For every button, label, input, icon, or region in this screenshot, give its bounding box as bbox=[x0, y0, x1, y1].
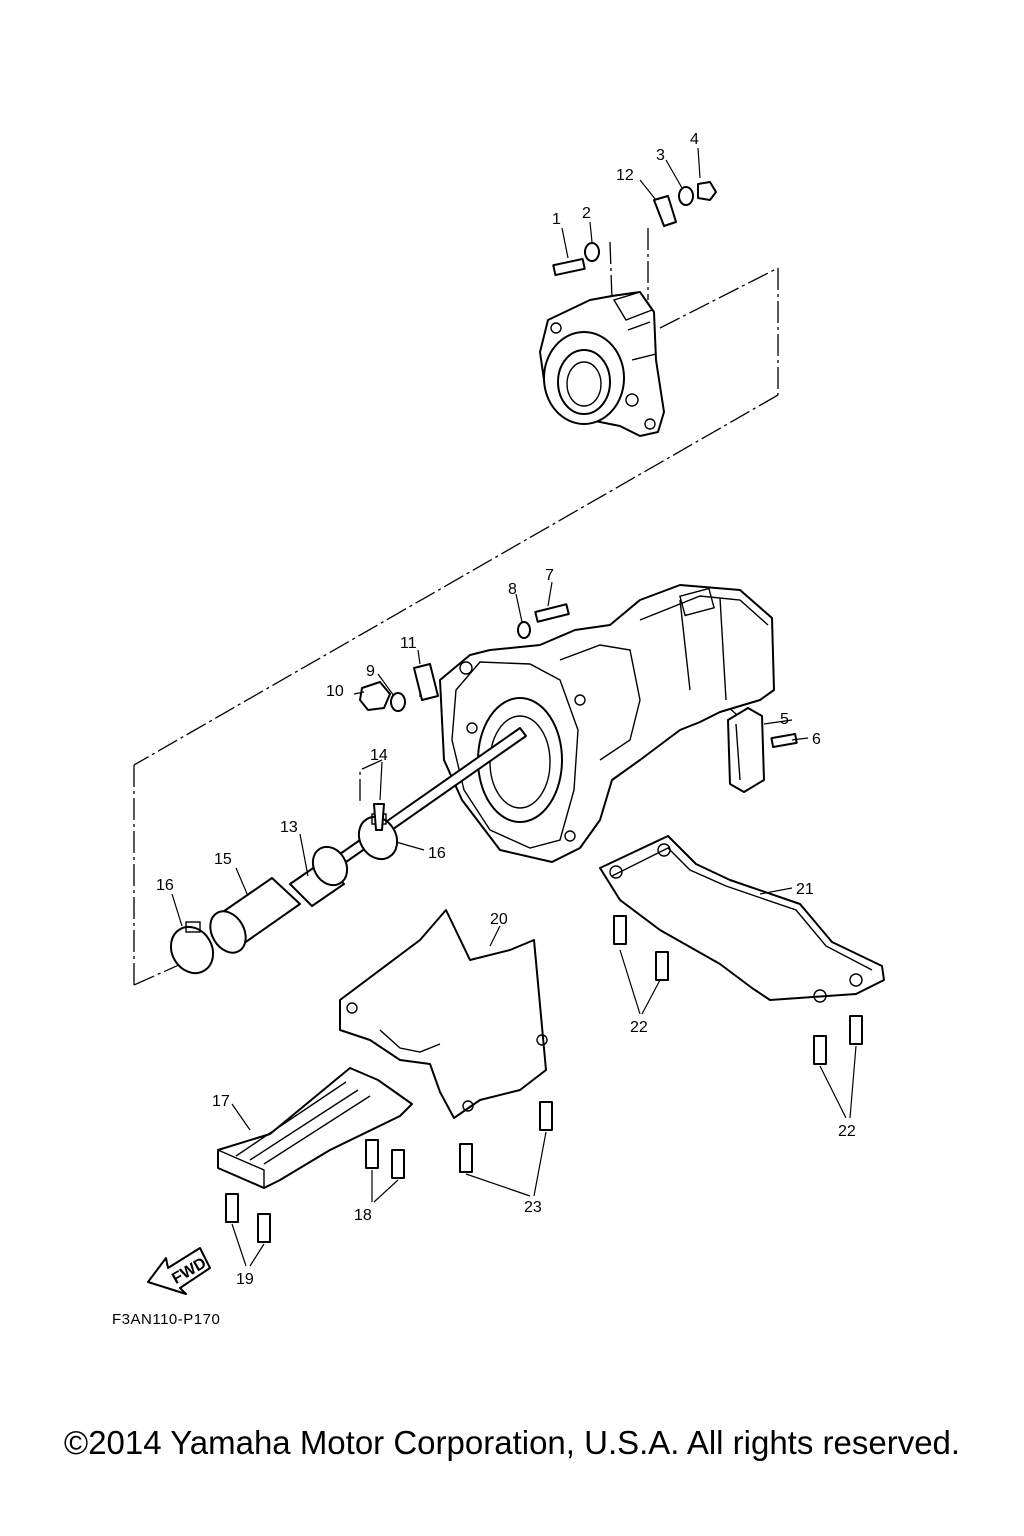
callout-7: 7 bbox=[545, 567, 554, 584]
part-16-clamp-right bbox=[357, 813, 399, 861]
callout-22a: 22 bbox=[630, 1019, 648, 1036]
callout-14: 14 bbox=[370, 747, 388, 764]
nozzle-housing bbox=[539, 291, 665, 437]
diagram-code: F3AN110-P170 bbox=[112, 1311, 220, 1328]
copyright-notice: ©2014 Yamaha Motor Corporation, U.S.A. A… bbox=[63, 1424, 961, 1461]
part-20-ride-plate bbox=[339, 909, 548, 1119]
callout-5: 5 bbox=[780, 711, 789, 728]
fasteners bbox=[225, 181, 863, 1243]
callout-15: 15 bbox=[214, 851, 232, 868]
leader-lines bbox=[171, 147, 857, 1267]
callout-labels: 1 2 3 4 5 6 7 8 9 10 11 12 13 14 15 16 1… bbox=[156, 131, 856, 1288]
jet-pump-body bbox=[439, 584, 775, 863]
callout-13: 13 bbox=[280, 819, 298, 836]
callout-11: 11 bbox=[400, 635, 417, 652]
callout-3: 3 bbox=[656, 147, 665, 164]
callout-9: 9 bbox=[366, 663, 375, 680]
part-13-coupler bbox=[289, 845, 349, 907]
callout-17: 17 bbox=[212, 1093, 230, 1110]
callout-10: 10 bbox=[326, 683, 344, 700]
callout-4: 4 bbox=[690, 131, 699, 148]
part-21-intake-plate bbox=[599, 835, 885, 1003]
callout-12: 12 bbox=[616, 167, 634, 184]
callout-22b: 22 bbox=[838, 1123, 856, 1140]
callout-21: 21 bbox=[796, 881, 814, 898]
fwd-arrow: FWD bbox=[147, 1247, 211, 1295]
part-5-block bbox=[727, 707, 765, 793]
callout-1: 1 bbox=[552, 211, 561, 228]
callout-8: 8 bbox=[508, 581, 517, 598]
part-16-clamp-left bbox=[169, 921, 215, 975]
callout-6: 6 bbox=[812, 731, 821, 748]
callout-20: 20 bbox=[490, 911, 508, 928]
callout-19: 19 bbox=[236, 1271, 254, 1288]
part-15-hose bbox=[209, 877, 301, 954]
part-17-grill bbox=[217, 1067, 413, 1189]
callout-16b: 16 bbox=[428, 845, 446, 862]
callout-16a: 16 bbox=[156, 877, 174, 894]
callout-2: 2 bbox=[582, 205, 591, 222]
callout-23: 23 bbox=[524, 1199, 542, 1216]
callout-18: 18 bbox=[354, 1207, 372, 1224]
